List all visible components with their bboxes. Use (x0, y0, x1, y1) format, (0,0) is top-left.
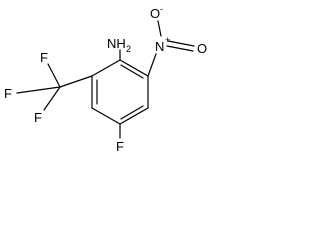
ring-bond-c1-c2 (119, 59, 149, 77)
nitro-o-top-charge: - (160, 4, 163, 14)
benzene-ring (91, 59, 149, 125)
amine-group: NH 2 (107, 36, 131, 61)
bond-n-o-top (157, 20, 162, 37)
nitro-o-right-label: O (197, 41, 207, 56)
cf3-f-top-label: F (40, 50, 48, 65)
nitro-group: N + O - O (147, 4, 207, 77)
bond-c-cf3 (59, 75, 93, 88)
amine-subscript: 2 (126, 44, 131, 54)
cf3-f-bottom-label: F (34, 110, 42, 125)
ring-double-bond-c3-c4 (120, 105, 144, 120)
nitro-n-charge: + (165, 35, 170, 45)
bond-cf3-f-bottom (43, 86, 61, 111)
fluoro-group: F (116, 123, 124, 154)
bond-cf3-f-top (47, 63, 61, 88)
ring-bond-c6-c1 (91, 59, 121, 77)
amine-label: NH (107, 36, 126, 51)
ring-bond-c3-c4 (119, 107, 149, 125)
bond-n-o-right-2 (166, 45, 194, 52)
fluoro-ring-label: F (116, 139, 124, 154)
chemical-structure-diagram: NH 2 N + O - O F F F F (4, 4, 207, 154)
nitro-o-top-label: O (150, 6, 160, 21)
bond-c-n-nitro (147, 53, 157, 77)
trifluoromethyl-group: F F F (4, 50, 93, 125)
bond-n-o-right-1 (167, 40, 195, 47)
bond-cf3-f-left (16, 86, 61, 94)
ring-double-bond-c1-c2 (120, 64, 144, 79)
cf3-f-left-label: F (4, 86, 12, 101)
nitro-n-label: N (155, 39, 164, 54)
ring-bond-c4-c5 (91, 107, 121, 125)
